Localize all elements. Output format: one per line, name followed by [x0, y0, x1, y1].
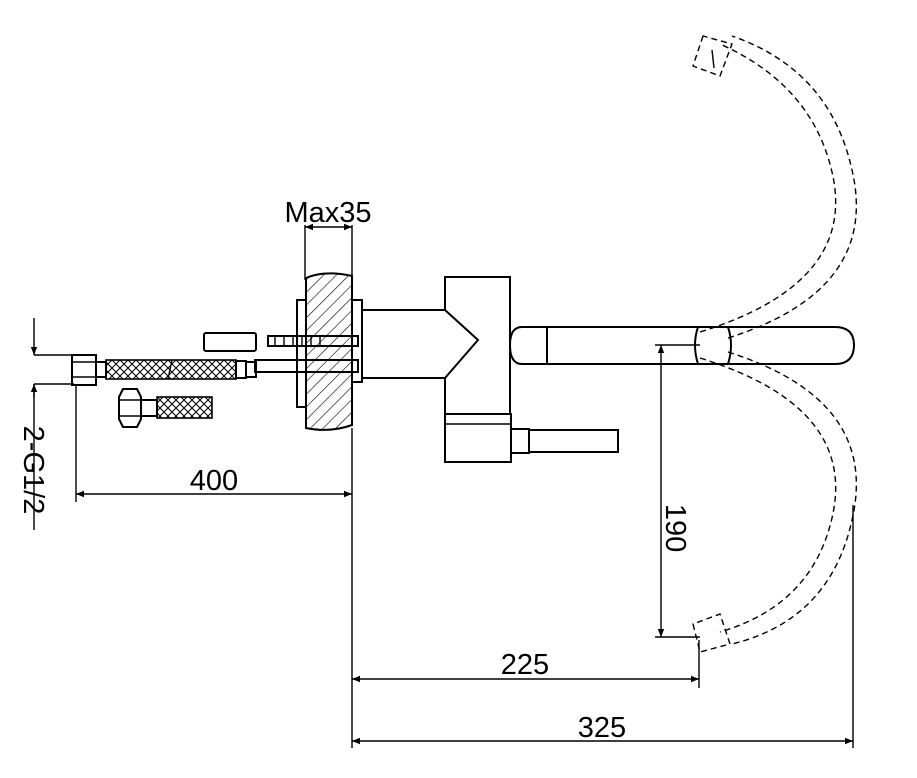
dimension-total-reach: 325: [352, 505, 854, 748]
dimension-label-clamp-max: Max35: [284, 197, 371, 229]
dimension-spout-height: 190: [655, 344, 700, 638]
mounting-rods: [203, 332, 359, 373]
dimension-label-spout-height: 190: [659, 504, 691, 552]
spout-swivel-lower: [692, 351, 857, 653]
supply-hose-lower: [118, 388, 213, 428]
dimension-hose-length: 400: [75, 386, 353, 748]
dimension-label-spout-reach: 225: [501, 649, 549, 681]
countertop-section: [296, 272, 363, 431]
dimension-label-connector: 2-G1/2: [17, 426, 49, 515]
faucet-body: [361, 276, 619, 463]
dimension-spout-reach: 225: [352, 640, 700, 688]
dimension-label-hose-length: 400: [190, 465, 238, 497]
dimension-clamp-max: Max35: [284, 197, 372, 280]
dimension-connector: 2-G1/2: [17, 318, 74, 530]
supply-hose-upper: [71, 354, 257, 386]
spout-swivel-upper: [692, 35, 857, 339]
dimension-label-total-reach: 325: [578, 712, 626, 744]
